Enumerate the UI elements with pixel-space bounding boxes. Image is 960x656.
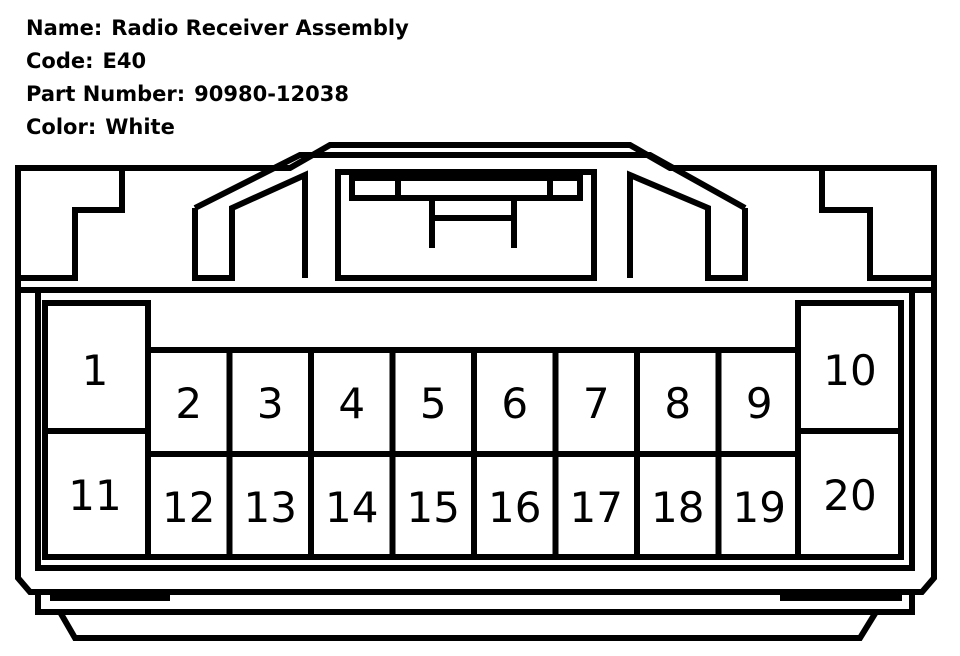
pin-number-11: 11 (68, 471, 121, 520)
pin-cavity-3 (226, 347, 314, 457)
pin-number-10: 10 (823, 346, 876, 395)
pin-number-6: 6 (501, 379, 528, 428)
pin-number-18: 18 (651, 483, 704, 532)
info-name-line: Name: Radio Receiver Assembly (26, 12, 409, 45)
lock-slot (349, 175, 583, 201)
code-label: Code: (26, 49, 94, 73)
pin-number-1: 1 (82, 346, 109, 395)
pin-number-2: 2 (175, 379, 202, 428)
pin-number-8: 8 (664, 379, 691, 428)
right-shoulder (819, 168, 934, 281)
left-shoulder (18, 168, 125, 281)
connector-outline (15, 142, 937, 641)
pin-number-19: 19 (733, 483, 786, 532)
pin-number-7: 7 (583, 379, 610, 428)
part-number-value: 90980-12038 (194, 82, 349, 106)
pin-number-5: 5 (420, 379, 447, 428)
pin-cavity-20 (795, 428, 904, 560)
info-code-line: Code: E40 (26, 45, 409, 78)
pin-cavity-19 (715, 451, 803, 560)
pin-cavity-1 (42, 300, 151, 434)
pin-cavity-15 (389, 451, 477, 560)
pin-number-14: 14 (325, 483, 378, 532)
bottom-rail (35, 592, 915, 615)
pin-number-17: 17 (570, 483, 623, 532)
connector-info: Name: Radio Receiver Assembly Code: E40 Pa… (26, 12, 409, 144)
color-label: Color: (26, 115, 97, 139)
pin-number-9: 9 (746, 379, 773, 428)
lock-tab (429, 198, 517, 248)
part-number-label: Part Number: (26, 82, 186, 106)
pin-cavity-14 (308, 451, 396, 560)
info-color-line: Color: White (26, 111, 409, 144)
color-value: White (105, 115, 175, 139)
code-value: E40 (102, 49, 147, 73)
pin-number-12: 12 (162, 483, 215, 532)
pin-cavity-frame (18, 287, 934, 571)
pin-number-16: 16 (488, 483, 541, 532)
pin-cavity-17 (552, 451, 640, 560)
lock-frame (335, 169, 597, 281)
pin-number-3: 3 (257, 379, 284, 428)
upper-cavity (192, 170, 308, 281)
name-value: Radio Receiver Assembly (111, 16, 409, 40)
pin-number-15: 15 (407, 483, 460, 532)
pin-number-20: 20 (823, 471, 876, 520)
name-label: Name: (26, 16, 103, 40)
info-part-line: Part Number: 90980-12038 (26, 78, 409, 111)
bottom-skirt (57, 610, 879, 641)
latch-roof (193, 152, 747, 211)
upper-cavity-right (627, 170, 748, 281)
pin-number-4: 4 (338, 379, 365, 428)
pin-number-13: 13 (244, 483, 297, 532)
pin-cavity-11 (42, 428, 151, 560)
